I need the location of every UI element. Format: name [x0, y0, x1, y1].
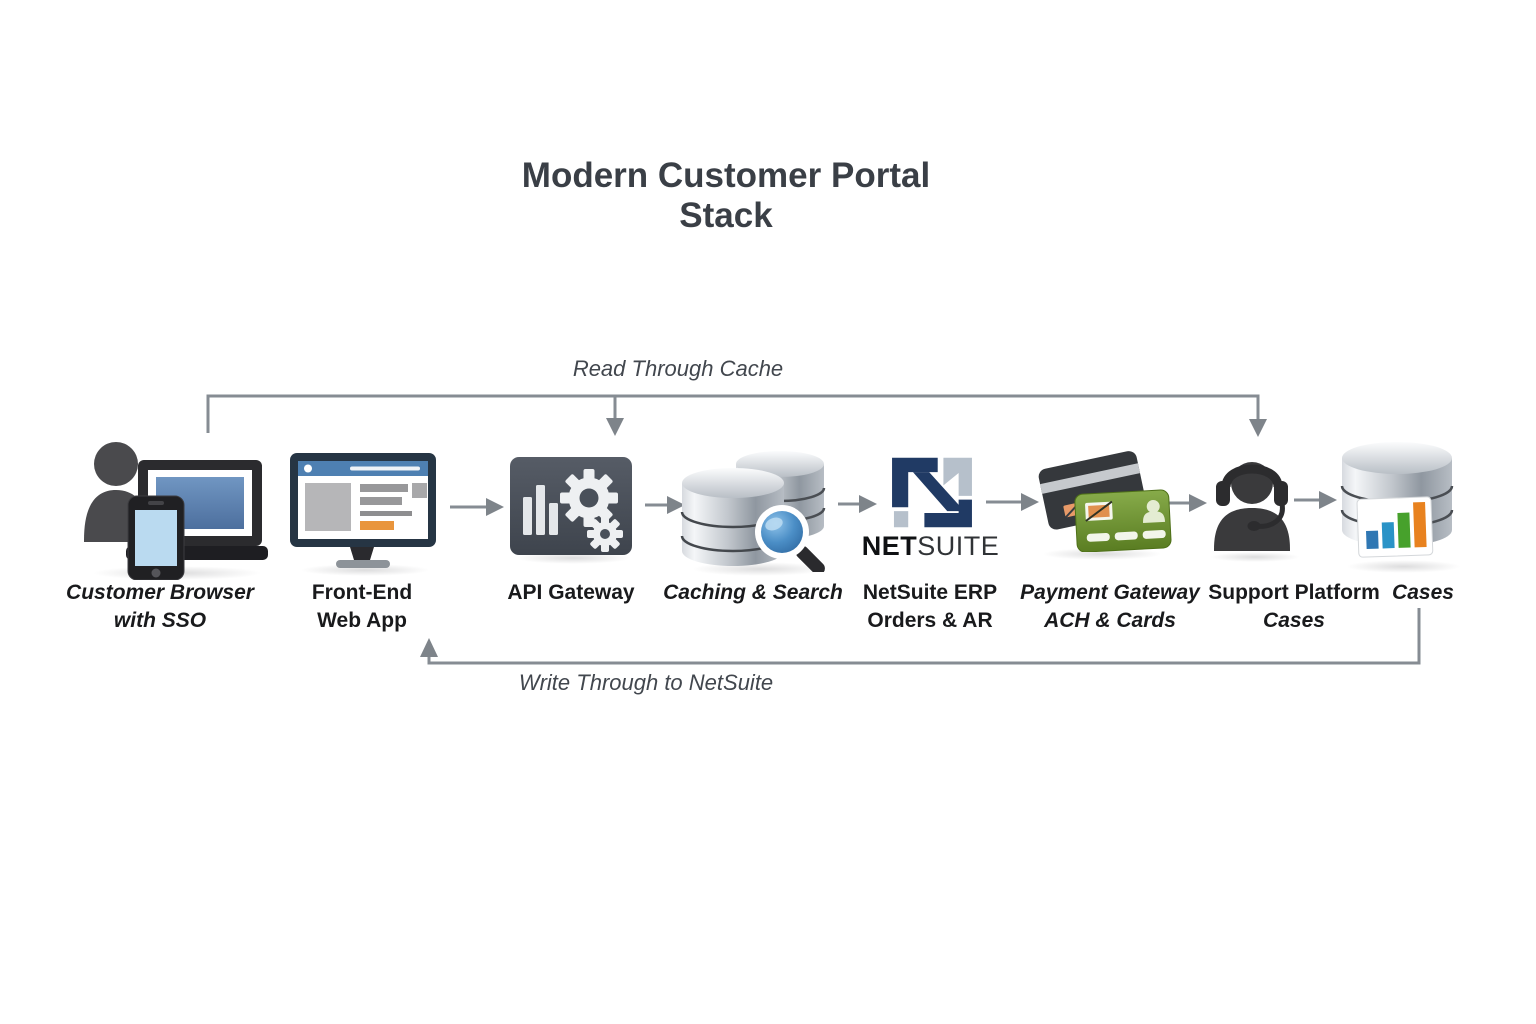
node-label-line2: ACH & Cards	[1044, 609, 1176, 632]
node-label-line2: Web App	[317, 609, 407, 632]
node-label-line1: Cases	[1392, 581, 1454, 604]
arrowhead-support-to-cases	[1319, 491, 1337, 509]
node-label: Payment Gateway ACH & Cards	[1000, 579, 1220, 635]
icon-shadow	[1346, 560, 1461, 573]
node-label-line1: Caching & Search	[663, 581, 843, 604]
node-label-line1: NetSuite ERP	[862, 581, 998, 604]
credit-card-front	[1074, 489, 1172, 552]
write-through-netsuite-label: Write Through to NetSuite	[518, 670, 774, 695]
gear-large	[560, 469, 618, 527]
support-agent-headset-icon	[1214, 462, 1290, 551]
icon-shadow	[516, 552, 631, 564]
node-label-line2: Orders & AR	[867, 609, 993, 632]
icon-shadow	[1210, 552, 1300, 562]
netsuite-wordmark: NETSUITE	[858, 531, 1003, 562]
user-with-devices-icon	[84, 442, 268, 580]
icon-shadow	[300, 564, 430, 576]
node-label-line1: API Gateway	[507, 581, 635, 604]
credit-cards-icon	[1038, 451, 1172, 552]
arrowhead-cache-to-netsuite	[859, 495, 877, 513]
read-through-cache-label: Read Through Cache	[572, 356, 784, 381]
node-label-line1: Support Platform	[1208, 581, 1380, 604]
node-label-line1: Front-End	[311, 581, 413, 604]
magnifier-glass	[755, 505, 825, 572]
node-label: Cases	[1363, 579, 1483, 607]
arrowhead-into-support	[1249, 419, 1267, 437]
arrowhead-fe-to-api	[486, 498, 504, 516]
node-label: Caching & Search	[638, 579, 868, 607]
node-label-line1: Customer Browser	[66, 581, 254, 604]
node-label: Support Platform Cases	[1184, 579, 1404, 635]
netsuite-logo	[892, 457, 972, 528]
monitor-webapp-icon	[290, 453, 436, 568]
node-label: Customer Browser with SSO	[40, 579, 280, 635]
page-title: Modern Customer Portal Stack	[521, 156, 931, 235]
icon-shadow	[1042, 548, 1162, 560]
node-label: NetSuite ERP Orders & AR	[830, 579, 1030, 635]
gears-panel-icon	[510, 457, 632, 555]
node-label-line2: Cases	[1263, 609, 1325, 632]
database-magnifier-icon	[680, 451, 826, 572]
netsuite-wordmark-bold: NET	[861, 531, 918, 561]
node-label-line1: Payment Gateway	[1020, 581, 1200, 604]
node-label: Front-End Web App	[262, 579, 462, 635]
netsuite-wordmark-light: SUITE	[917, 531, 1000, 561]
arrowhead-into-api-gateway	[606, 418, 624, 436]
node-label: API Gateway	[471, 579, 671, 607]
gear-small	[587, 516, 623, 552]
node-label-line2: with SSO	[113, 609, 207, 632]
read-through-line	[206, 394, 1260, 433]
cardholder-glyph	[1143, 499, 1166, 524]
database-barchart-icon	[1340, 442, 1454, 558]
arrowhead-into-frontend	[420, 638, 438, 657]
barchart-card	[1356, 496, 1434, 558]
